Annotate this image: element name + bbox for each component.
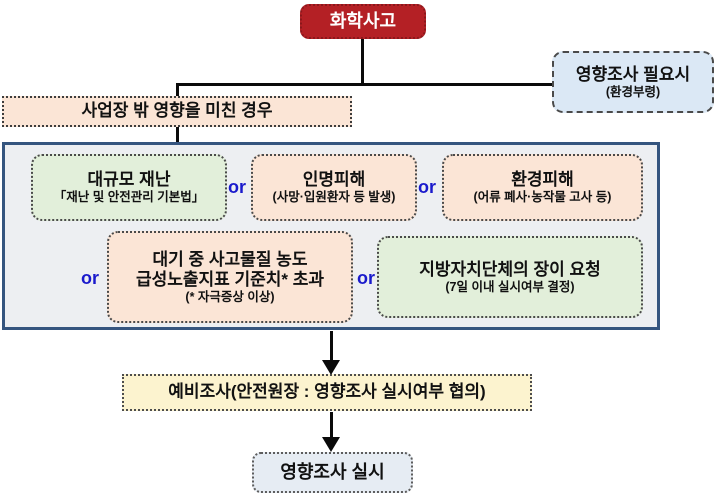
arrow-2-head <box>322 437 340 452</box>
chemical-accident-box: 화학사고 <box>300 4 426 39</box>
conduct-investigation-label: 영향조사 실시 <box>280 461 385 482</box>
criterion-local-government-subtitle: (7일 이내 실시여부 결정) <box>445 279 575 294</box>
connector-top-vertical <box>361 39 364 85</box>
arrow-2-shaft <box>330 412 333 439</box>
or-separator-3: or <box>81 268 99 288</box>
criterion-human-damage-title: 인명피해 <box>302 170 366 190</box>
preliminary-investigation-label: 예비조사(안전원장 : 영향조사 실시여부 협의) <box>168 382 486 402</box>
chemical-accident-label: 화학사고 <box>329 10 397 31</box>
preliminary-investigation-box: 예비조사(안전원장 : 영향조사 실시여부 협의) <box>122 374 532 411</box>
investigation-needed-subtitle: (환경부령) <box>605 84 661 99</box>
criterion-human-damage: 인명피해 (사망·입원환자 등 발생) <box>251 154 417 221</box>
criterion-large-disaster: 대규모 재난 「재난 및 안전관리 기본법」 <box>31 154 227 221</box>
investigation-needed-title: 영향조사 필요시 <box>575 64 691 84</box>
arrow-1-shaft <box>330 331 333 362</box>
or-separator-4: or <box>357 268 375 288</box>
criteria-container: 대규모 재난 「재난 및 안전관리 기본법」 or 인명피해 (사망·입원환자 … <box>2 142 660 330</box>
criterion-large-disaster-title: 대규모 재난 <box>87 170 171 190</box>
criterion-environmental-damage: 환경피해 (어류 폐사·농작물 고사 등) <box>442 154 643 221</box>
offsite-impact-label: 사업장 밖 영향을 미친 경우 <box>81 101 273 121</box>
criterion-exposure-exceeded: 대기 중 사고물질 농도 급성노출지표 기준치* 초과 (* 자극증상 이상) <box>107 231 353 323</box>
criterion-large-disaster-subtitle: 「재난 및 안전관리 기본법」 <box>53 190 205 205</box>
or-separator-1: or <box>228 177 246 197</box>
arrow-1-head <box>322 360 340 375</box>
or-separator-2: or <box>418 177 436 197</box>
connector-horizontal <box>176 83 556 86</box>
criterion-exposure-title-line1: 대기 중 사고물질 농도 <box>152 249 308 269</box>
investigation-needed-box: 영향조사 필요시 (환경부령) <box>552 51 714 113</box>
conduct-investigation-box: 영향조사 실시 <box>252 452 413 493</box>
criterion-human-damage-subtitle: (사망·입원환자 등 발생) <box>272 190 396 205</box>
criterion-environmental-damage-subtitle: (어류 폐사·농작물 고사 등) <box>473 190 612 205</box>
criterion-exposure-subtitle: (* 자극증상 이상) <box>185 289 275 304</box>
offsite-impact-box: 사업장 밖 영향을 미친 경우 <box>2 96 352 127</box>
criterion-exposure-title-line2: 급성노출지표 기준치* 초과 <box>135 269 325 289</box>
criterion-environmental-damage-title: 환경피해 <box>511 170 574 190</box>
criterion-local-government-request: 지방자치단체의 장이 요청 (7일 이내 실시여부 결정) <box>377 236 643 318</box>
criterion-local-government-title: 지방자치단체의 장이 요청 <box>419 259 601 279</box>
